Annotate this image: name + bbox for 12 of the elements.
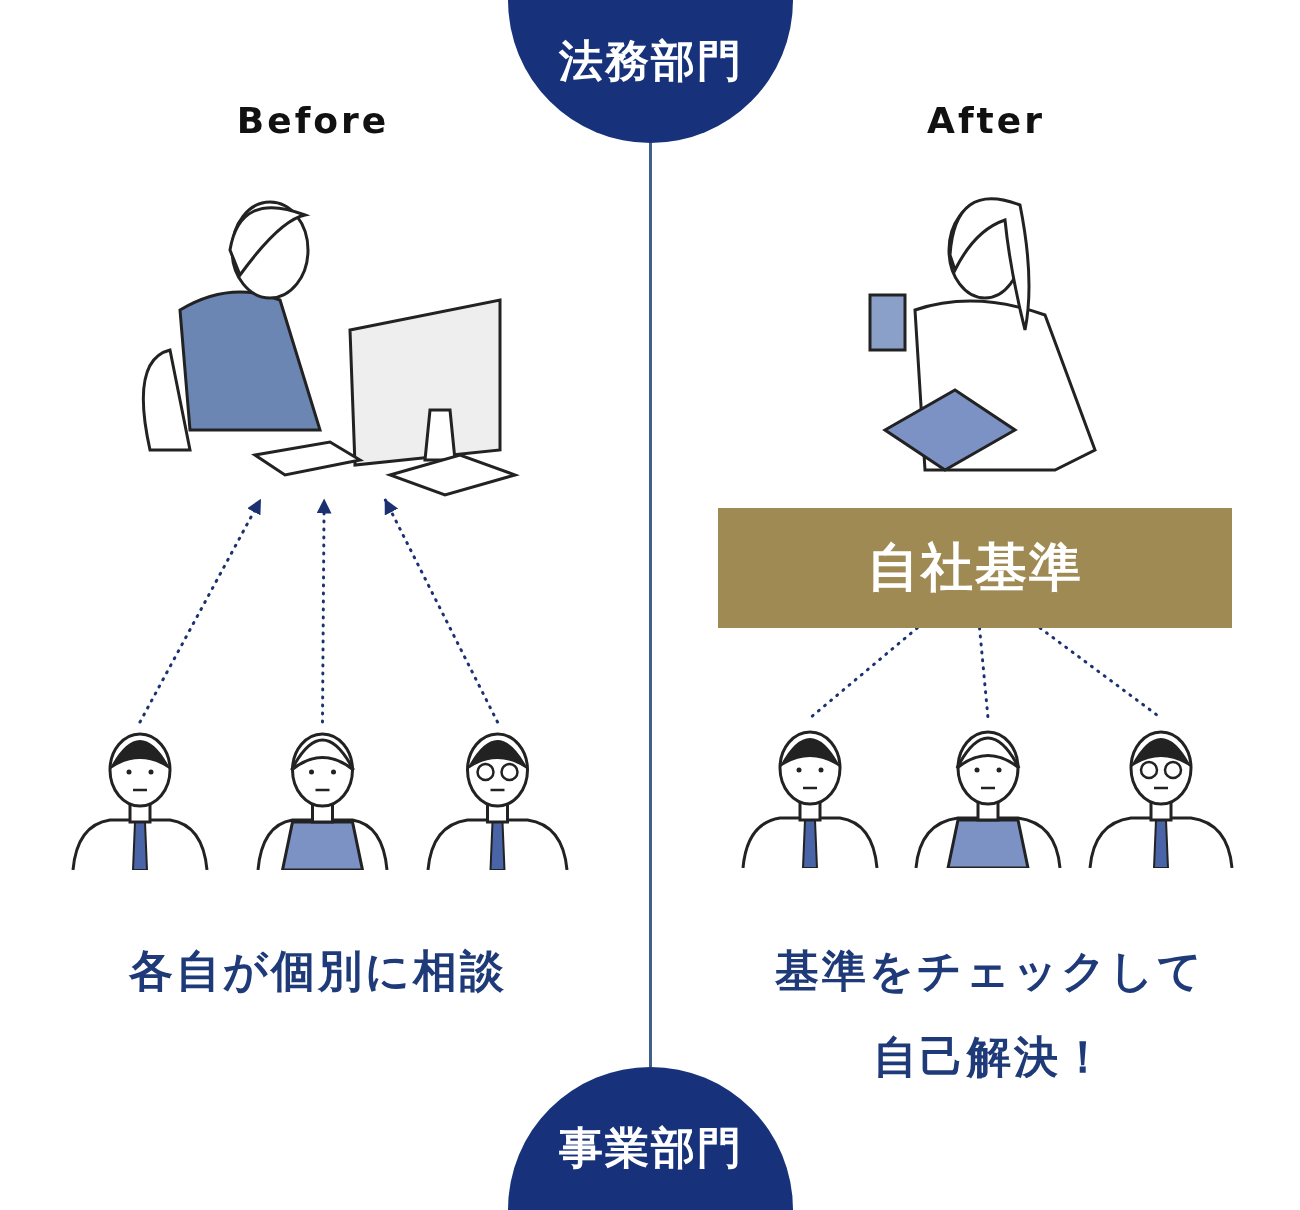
department-semicircle: 事業部門 [508, 1067, 793, 1210]
column-heading: Before [236, 100, 390, 141]
department-semicircle: 法務部門 [508, 0, 793, 143]
column-heading: After [927, 100, 1045, 141]
dotted-arrow [316, 498, 332, 724]
caption: 各自が個別に相談 [128, 944, 508, 998]
dotted-arrow [138, 498, 262, 724]
dotted-line [808, 626, 919, 720]
dotted-arrow [383, 498, 499, 724]
divider-line [649, 143, 652, 1067]
standard-banner: 自社基準 [718, 508, 1232, 628]
dotted-line [978, 626, 990, 720]
